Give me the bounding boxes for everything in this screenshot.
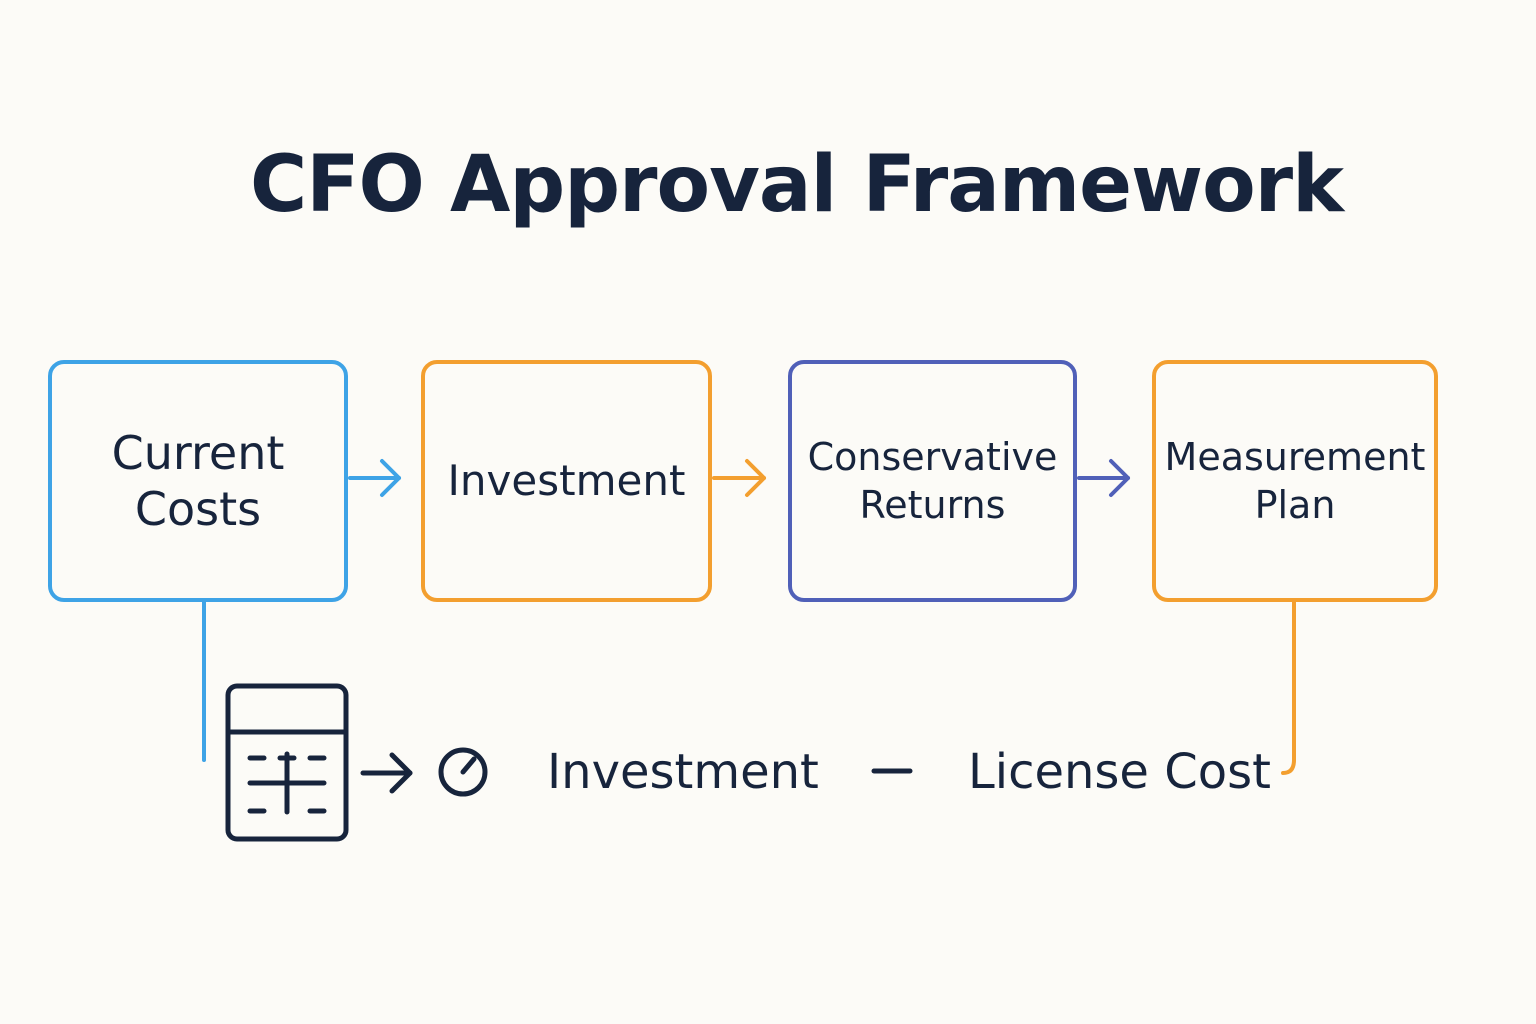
- step-box-conservative-returns: Conservative Returns: [788, 360, 1077, 602]
- step-label: Measurement: [1164, 435, 1426, 479]
- step-label: Costs: [134, 482, 262, 536]
- calculator-icon: [225, 683, 349, 842]
- arrow-right-icon: [1077, 459, 1130, 497]
- page-title: CFO Approval Framework: [250, 140, 1344, 230]
- arrow-right-icon: [348, 459, 401, 497]
- connector-line-measurement-plan: [1281, 600, 1296, 775]
- formula-term-license-cost: License Cost: [968, 744, 1271, 800]
- arrow-right-icon: [360, 752, 413, 794]
- arrow-right-icon: [712, 459, 766, 497]
- minus-icon: [871, 768, 913, 774]
- step-box-investment: Investment: [421, 360, 712, 602]
- step-label: Conservative: [807, 435, 1058, 479]
- step-box-current-costs: Current Costs: [48, 360, 348, 602]
- step-label: Current: [111, 426, 285, 480]
- formula-term-investment: Investment: [547, 744, 819, 800]
- step-label: Returns: [859, 483, 1006, 527]
- gauge-icon: [438, 747, 488, 797]
- step-label: Plan: [1254, 483, 1336, 527]
- step-box-measurement-plan: Measurement Plan: [1152, 360, 1438, 602]
- step-label: Investment: [447, 456, 686, 505]
